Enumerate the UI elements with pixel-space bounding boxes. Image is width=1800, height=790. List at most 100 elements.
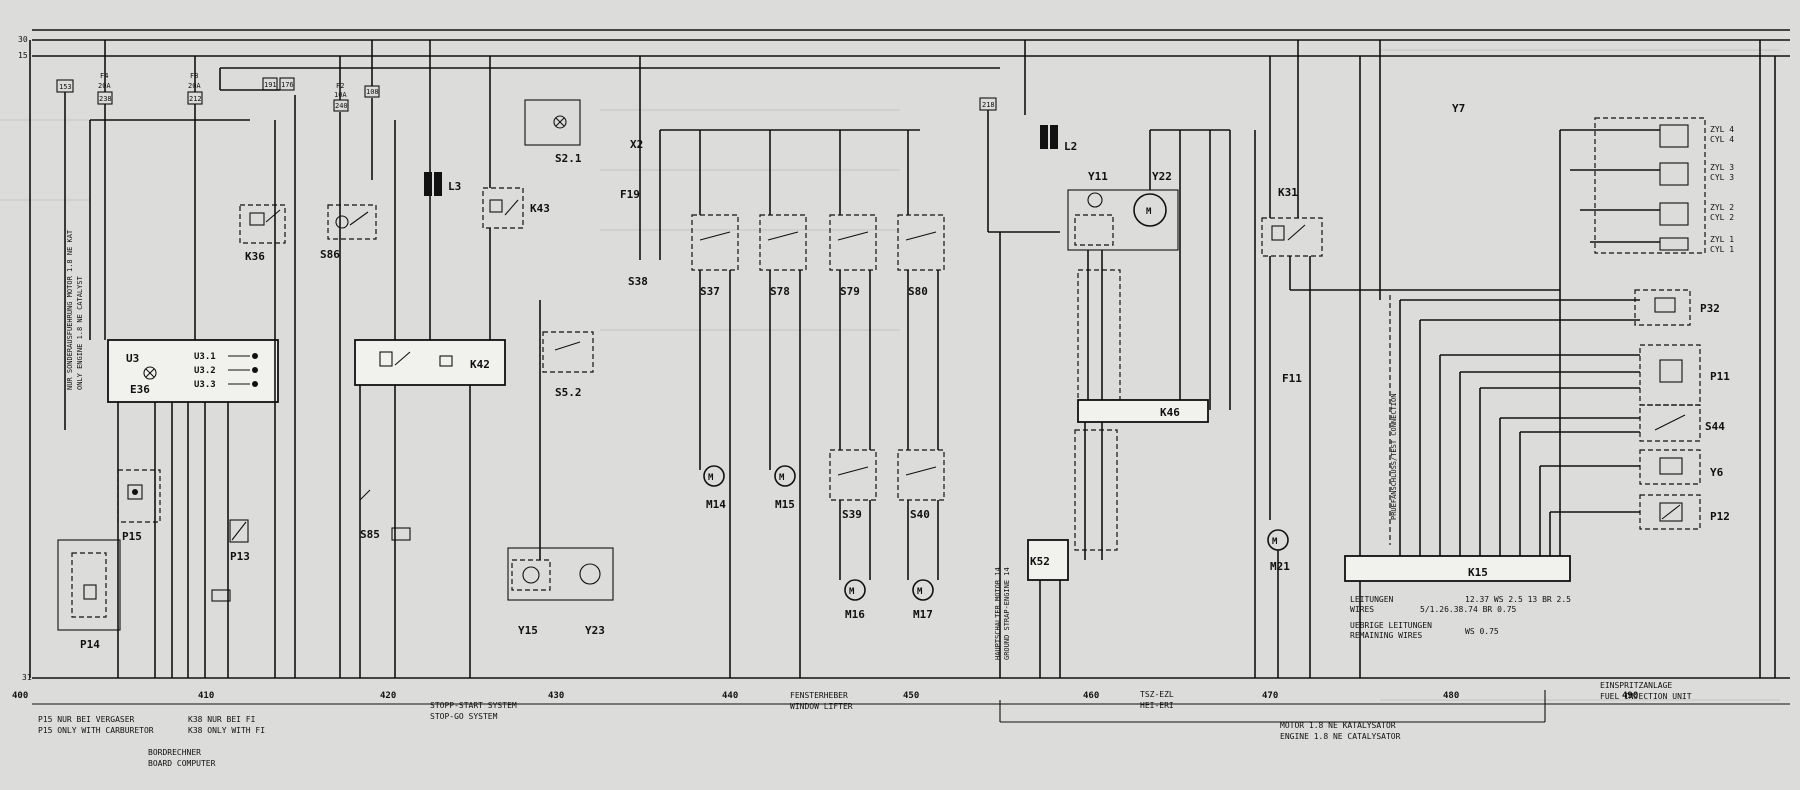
caption-k38-de: K38 NUR BEI FI (188, 715, 256, 724)
cyl-c2: CYL 2 (1710, 213, 1734, 222)
caption-einspritzanlage: EINSPRITZANLAGE (1600, 681, 1672, 690)
ref-218: 218 (982, 101, 995, 109)
module-K52-label: K52 (1030, 555, 1050, 568)
note-test-connection: PRUEFANSCHLUSS/TEST CONNECTION (1390, 394, 1398, 520)
switch-S39-label: S39 (842, 508, 862, 521)
circuit-400: 400 (12, 691, 28, 701)
motor-M15-label: M15 (775, 498, 795, 511)
svg-text:M: M (917, 587, 923, 597)
ground-rail: 31 (22, 40, 1790, 682)
circuit-470: 470 (1262, 691, 1278, 701)
switch-S2-1-label: S2.1 (555, 152, 582, 165)
caption-fensterheber: FENSTERHEBER (790, 691, 848, 700)
svg-text:M: M (1146, 207, 1152, 217)
caption-tsz: TSZ-EZL (1140, 690, 1174, 699)
cyl-z3: ZYL 3 (1710, 163, 1734, 172)
u3-1-label: U3.1 (194, 352, 216, 362)
circuit-450: 450 (903, 691, 919, 701)
sensor-P14-label: P14 (80, 638, 100, 651)
motor-M14-label: M14 (706, 498, 726, 511)
note-vertical-de: NUR SONDERAUSFUEHRUNG MOTOR 1.8 NE KAT (66, 229, 74, 390)
fuse-F11-label: F11 (1282, 372, 1302, 385)
valve-Y23-label: Y23 (585, 624, 605, 637)
caption-hei: HEI-ERI (1140, 701, 1174, 710)
switch-S86-label: S86 (320, 248, 340, 261)
fuse-F19-label: F19 (620, 188, 640, 201)
caption-fuel-injection: FUEL INJECTION UNIT (1600, 692, 1692, 701)
motor-M16-label: M16 (845, 608, 865, 621)
ref-153: 153 (59, 83, 72, 91)
switch-S78-label: S78 (770, 285, 790, 298)
ref-191: 191 (264, 81, 277, 89)
switch-S44-label: S44 (1705, 420, 1725, 433)
valve-Y11-label: Y11 (1088, 170, 1108, 183)
legend-wires: WIRES (1350, 605, 1374, 614)
caption-stopp-start: STOPP-START SYSTEM (430, 701, 517, 710)
caption-window-lifter: WINDOW LIFTER (790, 702, 853, 711)
ref-212: 212 (189, 95, 202, 103)
module-K15-label: K15 (1468, 566, 1488, 579)
caption-motor: MOTOR 1.8 NE KATALYSATOR (1280, 721, 1396, 730)
injector-cylinder-3: ZYL 3 CYL 3 (1659, 162, 1734, 186)
switch-S37-label: S37 (700, 285, 720, 298)
circuit-460: 460 (1083, 691, 1099, 701)
legend-spec-3: WS 0.75 (1465, 627, 1499, 636)
fuel-injection-section: Y7 ZYL 4 CYL 4 ZYL 3 CYL 3 ZYL 2 CYL 2 Z… (1344, 40, 1776, 701)
caption-p15-de: P15 NUR BEI VERGASER (38, 715, 135, 724)
cyl-z2: ZYL 2 (1710, 203, 1734, 212)
note-vertical-en: ONLY ENGINE 1.8 NE CATALYST (76, 275, 84, 390)
coil-L3-label: L3 (448, 180, 461, 193)
circuit-440: 440 (722, 691, 738, 701)
sensor-P13-label: P13 (230, 550, 250, 563)
legend-leitungen: LEITUNGEN (1350, 595, 1394, 604)
circuit-490: 490 (1622, 691, 1638, 701)
lamp-E36-label: E36 (130, 383, 150, 396)
relay-K31-label: K31 (1278, 186, 1298, 199)
note-vertical-mid-en: GROUND STRAP-ENGINE 14 (1003, 567, 1011, 660)
circuit-480: 480 (1443, 691, 1459, 701)
sensor-P32-label: P32 (1700, 302, 1720, 315)
caption-board-computer: BOARD COMPUTER (148, 759, 216, 768)
switch-S80-label: S80 (908, 285, 928, 298)
switch-S79-label: S79 (840, 285, 860, 298)
stop-start-section: 191 176 F2 10A 240 108 S86 L3 K43 (262, 40, 643, 721)
relay-K42-label: K42 (470, 358, 490, 371)
relay-K43-label: K43 (530, 202, 550, 215)
board-computer-section: 153 F4 20A 238 F8 20A 212 NUR SONDERAUSF… (38, 40, 296, 768)
relay-K36-label: K36 (245, 250, 265, 263)
caption-stop-go: STOP-GO SYSTEM (430, 712, 498, 721)
ref-176: 176 (281, 81, 294, 89)
sensor-P12-label: P12 (1710, 510, 1730, 523)
switch-S5-2-label: S5.2 (555, 386, 582, 399)
rail-15-label: 15 (18, 51, 28, 60)
cyl-z4: ZYL 4 (1710, 125, 1734, 134)
ref-240: 240 (335, 102, 348, 110)
u3-2-label: U3.2 (194, 366, 216, 376)
legend-remaining: REMAINING WIRES (1350, 631, 1422, 640)
legend-spec-1: 12.37 WS 2.5 13 BR 2.5 (1465, 595, 1571, 604)
cyl-c3: CYL 3 (1710, 173, 1734, 182)
valve-Y6-label: Y6 (1710, 466, 1724, 479)
motor-M21-label: M21 (1270, 560, 1290, 573)
injector-cylinder-4: ZYL 4 CYL 4 (1659, 124, 1734, 148)
module-K46-label: K46 (1160, 406, 1180, 419)
injector-cylinder-2: ZYL 2 CYL 2 (1659, 202, 1734, 226)
sensor-P11-label: P11 (1710, 370, 1730, 383)
circuit-430: 430 (548, 691, 564, 701)
note-vertical-mid: HAUPTSCHALTER MOTOR 14 (994, 567, 1002, 660)
rail-31-label: 31 (22, 673, 32, 682)
power-rails: 30 15 (18, 29, 1790, 91)
caption-p15-en: P15 ONLY WITH CARBURETOR (38, 726, 154, 735)
injector-Y7-label: Y7 (1452, 102, 1465, 115)
valve-Y22-label: Y22 (1152, 170, 1172, 183)
cyl-c4: CYL 4 (1710, 135, 1734, 144)
motor-M17-label: M17 (913, 608, 933, 621)
valve-Y15-label: Y15 (518, 624, 538, 637)
switch-S40-label: S40 (910, 508, 930, 521)
switch-S85-label: S85 (360, 528, 380, 541)
cyl-c1: CYL 1 (1710, 245, 1734, 254)
switch-S38-label: S38 (628, 275, 648, 288)
cyl-z1: ZYL 1 (1710, 235, 1734, 244)
